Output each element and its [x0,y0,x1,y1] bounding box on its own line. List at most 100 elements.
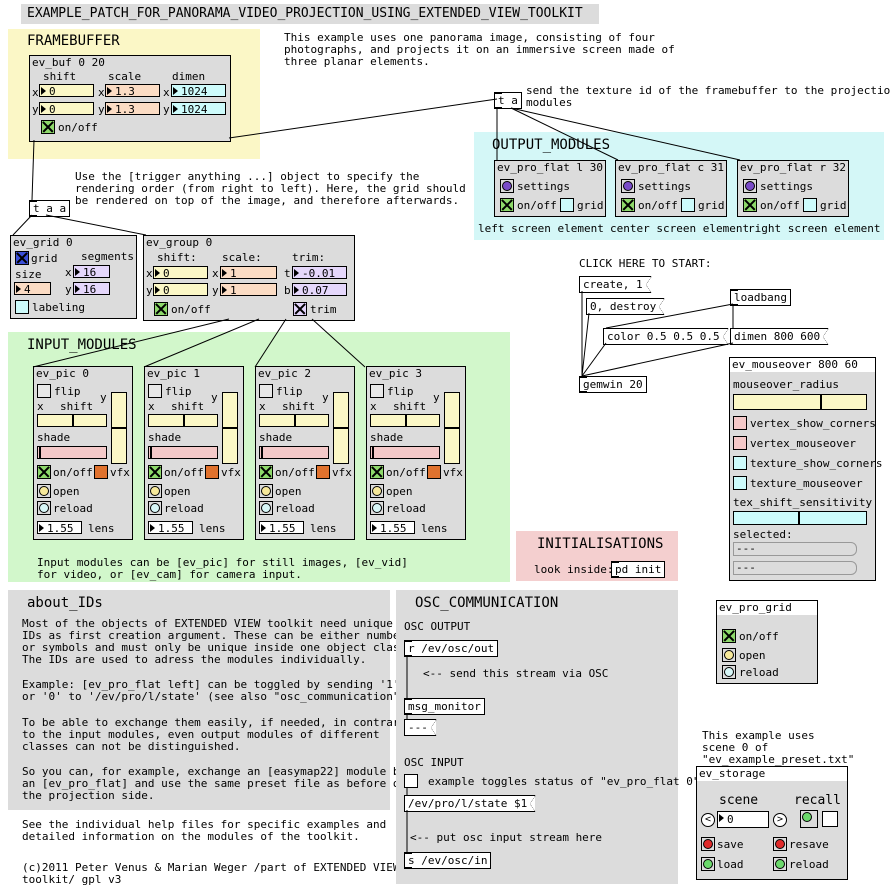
onoff-toggle[interactable] [148,465,162,479]
shift-y-slider[interactable] [333,392,349,464]
flip-toggle[interactable] [370,384,384,398]
vfx-toggle[interactable] [94,465,108,479]
scale-x-number[interactable]: 1.3 [105,84,160,97]
size-number[interactable]: 4 [14,282,51,295]
resave-bang[interactable] [773,837,787,851]
tex-shift-slider[interactable] [733,511,867,525]
vertex-mouseover-toggle[interactable] [733,436,747,450]
grid-toggle[interactable] [681,198,695,212]
lens-number[interactable]: 1.55 [259,521,304,534]
shade-slider[interactable] [370,446,440,459]
open-bang[interactable] [259,484,273,498]
shift-y-number[interactable]: 0 [153,283,208,296]
scale-x-number[interactable]: 1 [220,266,277,279]
labeling-toggle[interactable] [15,300,29,314]
state-toggle[interactable] [404,774,418,788]
reload-bang[interactable] [37,501,51,515]
s-osc-in-object[interactable]: s /ev/osc/in [404,852,492,869]
group-onoff-toggle[interactable] [154,302,168,316]
dimen-message[interactable]: dimen 800 600 [730,328,830,345]
shift-x-slider[interactable] [148,414,218,427]
flip-toggle[interactable] [37,384,51,398]
settings-bang[interactable] [500,179,514,193]
onoff-toggle[interactable] [621,198,635,212]
open-bang[interactable] [370,484,384,498]
lens-number[interactable]: 1.55 [148,521,193,534]
texture-show-toggle[interactable] [733,456,747,470]
scene-number[interactable]: 0 [717,811,769,828]
selected-symbol-1[interactable]: --- [733,542,857,556]
reload-bang[interactable] [370,501,384,515]
shift-x-slider[interactable] [259,414,329,427]
recall-bang[interactable] [800,810,818,828]
msg-monitor-object[interactable]: msg_monitor [404,698,485,715]
onoff-toggle[interactable] [500,198,514,212]
pd-init-object[interactable]: pd init [611,561,666,578]
reload-bang[interactable] [722,665,736,679]
shade-slider[interactable] [37,446,107,459]
onoff-toggle[interactable] [743,198,757,212]
loadbang-object[interactable]: loadbang [730,289,791,306]
onoff-toggle[interactable] [37,465,51,479]
dimen-x-number[interactable]: 1024 [171,84,226,97]
save-bang[interactable] [701,837,715,851]
scale-y-number[interactable]: 1.3 [105,102,160,115]
load-bang[interactable] [701,857,715,871]
open-bang[interactable] [37,484,51,498]
vfx-toggle[interactable] [427,465,441,479]
grid-toggle[interactable] [560,198,574,212]
dimen-y-number[interactable]: 1024 [171,102,226,115]
mouseover-radius-slider[interactable] [733,394,867,410]
vfx-toggle[interactable] [205,465,219,479]
next-scene-button[interactable]: > [773,813,787,827]
recall-toggle[interactable] [822,811,838,827]
trigger-right-object[interactable]: t a [494,92,522,109]
selected-symbol-2[interactable]: --- [733,561,857,575]
gemwin-object[interactable]: gemwin 20 [579,376,647,393]
trim-toggle[interactable] [293,302,307,316]
texture-mouseover-toggle[interactable] [733,476,747,490]
trim-b-number[interactable]: 0.07 [292,283,347,296]
reload-bang[interactable] [773,857,787,871]
pro-grid-onoff-toggle[interactable] [722,629,736,643]
shift-x-number[interactable]: 0 [39,84,94,97]
scale-y-number[interactable]: 1 [220,283,277,296]
settings-bang[interactable] [621,179,635,193]
onoff-toggle[interactable] [259,465,273,479]
shift-y-number[interactable]: 0 [39,102,94,115]
shift-x-number[interactable]: 0 [153,266,208,279]
shift-x-slider[interactable] [370,414,440,427]
onoff-toggle[interactable] [370,465,384,479]
prev-scene-button[interactable]: < [701,813,715,827]
reload-bang[interactable] [148,501,162,515]
shift-y-slider[interactable] [222,392,238,464]
shade-slider[interactable] [259,446,329,459]
reload-bang[interactable] [259,501,273,515]
trigger-comment: Use the [trigger anything ...] object to… [75,170,466,207]
r-osc-out-object[interactable]: r /ev/osc/out [404,640,499,657]
shift-x-slider[interactable] [37,414,107,427]
flip-toggle[interactable] [259,384,273,398]
create-message[interactable]: create, 1 [579,276,652,293]
segments-y-number[interactable]: 16 [73,282,110,295]
open-bang[interactable] [722,648,736,662]
lens-number[interactable]: 1.55 [37,521,82,534]
open-bang[interactable] [148,484,162,498]
shift-y-slider[interactable] [111,392,127,464]
grid-toggle[interactable] [15,251,29,265]
segments-x-number[interactable]: 16 [73,265,110,278]
flip-toggle[interactable] [148,384,162,398]
vfx-toggle[interactable] [316,465,330,479]
trigger-left-object[interactable]: t a a [29,200,71,217]
shift-y-slider[interactable] [444,392,460,464]
vertex-show-toggle[interactable] [733,416,747,430]
shade-slider[interactable] [148,446,218,459]
buf-onoff-toggle[interactable] [41,120,55,134]
lens-number[interactable]: 1.55 [370,521,415,534]
destroy-message[interactable]: 0, destroy [586,298,666,315]
color-message[interactable]: color 0.5 0.5 0.5 [603,328,729,345]
settings-bang[interactable] [743,179,757,193]
trim-t-number[interactable]: -0.01 [292,266,347,279]
grid-toggle[interactable] [803,198,817,212]
state-message[interactable]: /ev/pro/l/state $1 [404,795,537,812]
